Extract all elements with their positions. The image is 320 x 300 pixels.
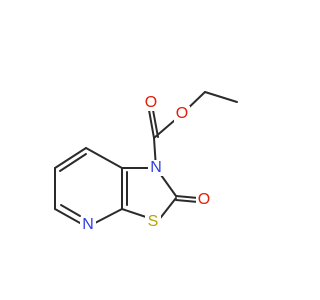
bond-carbonyl-double-b	[152, 109, 159, 138]
bond-c2-o-a	[175, 195, 199, 199]
bond-c3a-c4	[85, 147, 123, 169]
bond-c2-o-b	[175, 199, 199, 203]
bond-c6-n-inner	[60, 204, 81, 217]
ring-nitrogen-label: N	[148, 160, 164, 176]
sulfur-label: S	[145, 214, 161, 230]
bond-c4-c5-inner	[59, 153, 87, 172]
ring-carbonyl-oxygen-label: O	[196, 191, 212, 208]
structure-svg	[54, 91, 238, 224]
pyridine-nitrogen-label: N	[80, 217, 96, 233]
bond-n-c7a	[94, 208, 123, 224]
bond-carbonyl-double-a	[148, 109, 155, 139]
ester-oxygen-label: O	[174, 105, 190, 122]
bond-c2-s	[157, 197, 177, 222]
bond-c4-c5	[54, 147, 87, 169]
bond-c6-n	[54, 208, 81, 224]
molecule-diagram: O O N O N S	[54, 91, 238, 233]
carbonyl-oxygen-label: O	[143, 94, 159, 111]
bond-ethyl-ch3-ch2	[204, 91, 238, 103]
